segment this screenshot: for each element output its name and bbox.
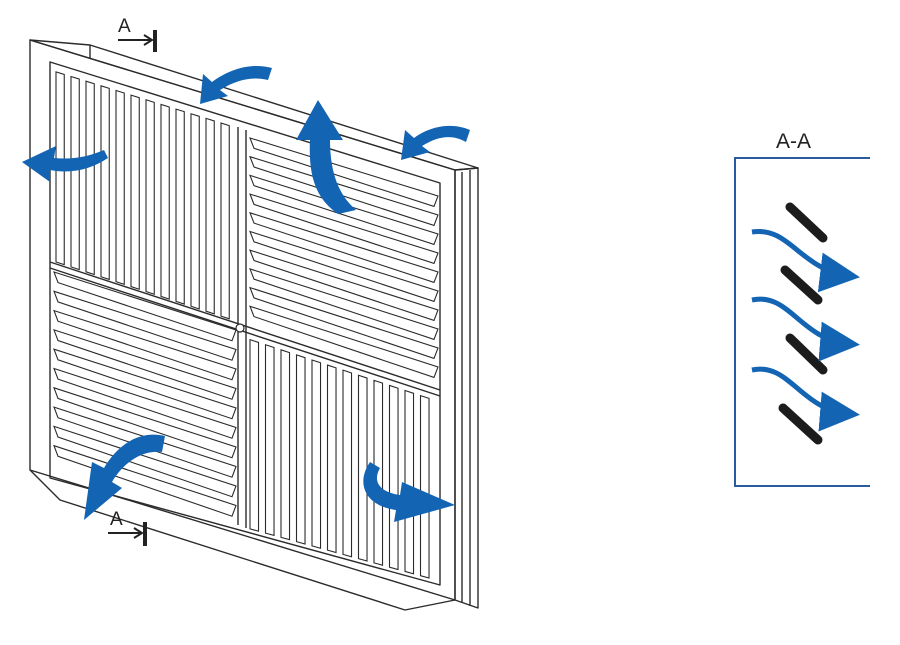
section-marker-top-label: A: [118, 16, 131, 37]
section-airflow-arrow-icon: [751, 296, 860, 362]
louver-quadrant-top-right-horizontal: [249, 137, 439, 379]
louver-blade: [249, 286, 439, 360]
section-marker-top: A: [118, 16, 157, 52]
louver-blade: [249, 155, 439, 227]
louver-blade: [53, 290, 237, 361]
blade-section: [780, 265, 823, 305]
louver-blade: [220, 122, 230, 320]
louver-blade: [130, 94, 140, 291]
louver-blade: [205, 117, 215, 315]
louver-blade: [100, 85, 110, 281]
section-airflow-arrow-icon: [751, 228, 860, 293]
louver-blade: [53, 386, 237, 459]
louver-blade: [249, 249, 439, 322]
louver-blade: [249, 137, 439, 208]
section-marker-bottom: A: [108, 509, 147, 546]
louver-blade: [326, 364, 337, 554]
louver-blade: [53, 367, 237, 439]
airflow-arrow-top-icon: [200, 65, 272, 104]
section-view-title: A-A: [776, 130, 811, 153]
blade-section: [785, 202, 828, 243]
louver-blade: [145, 99, 155, 295]
airflow-arrow-up-icon: [296, 100, 356, 214]
airflow-arrow-left-icon: [22, 146, 108, 182]
louver-blade: [53, 348, 237, 420]
louver-blade: [249, 268, 439, 341]
louver-blade: [249, 193, 439, 265]
airflow-arrows: [22, 65, 470, 522]
blade-section: [778, 403, 823, 445]
louver-blade: [419, 394, 430, 579]
louver-blade: [175, 108, 185, 305]
louver-blade: [388, 384, 399, 571]
section-view-border: [734, 157, 870, 487]
louver-quadrant-bottom-left-horizontal: [53, 271, 237, 517]
louver-blade: [264, 343, 275, 537]
section-view-a-a: A-A: [734, 130, 870, 487]
louver-quadrant-top-left-vertical: [55, 71, 230, 320]
louver-quadrant-bottom-right-vertical: [249, 338, 430, 579]
louver-blade: [404, 389, 415, 575]
louver-blade: [249, 338, 260, 532]
section-airflow-arrow-icon: [751, 366, 860, 432]
airflow-arrow-top-right-icon: [401, 125, 470, 160]
louver-blade: [70, 75, 80, 271]
louver-blade: [160, 103, 170, 300]
louver-blade: [280, 349, 291, 541]
blade-section: [785, 333, 828, 375]
louver-blade: [311, 359, 322, 549]
louver-blade: [190, 112, 200, 310]
louver-blade: [357, 374, 368, 562]
louver-blade: [373, 379, 384, 566]
louver-blade: [295, 354, 306, 545]
louver-blade: [53, 309, 237, 381]
louver-blade: [53, 425, 237, 498]
louver-blade: [342, 369, 353, 558]
airflow-arrow-right-down-icon: [363, 462, 455, 522]
section-marker-bottom-label: A: [110, 509, 123, 530]
louver-blade: [249, 230, 439, 303]
louver-blade: [249, 211, 439, 284]
louver-blade: [249, 305, 439, 379]
louver-blade: [85, 80, 95, 276]
louver-blade: [115, 89, 125, 286]
louver-blade: [53, 329, 237, 400]
louver-blade: [53, 444, 237, 517]
louver-blade: [53, 271, 237, 342]
airflow-arrow-down-left-icon: [84, 434, 165, 520]
